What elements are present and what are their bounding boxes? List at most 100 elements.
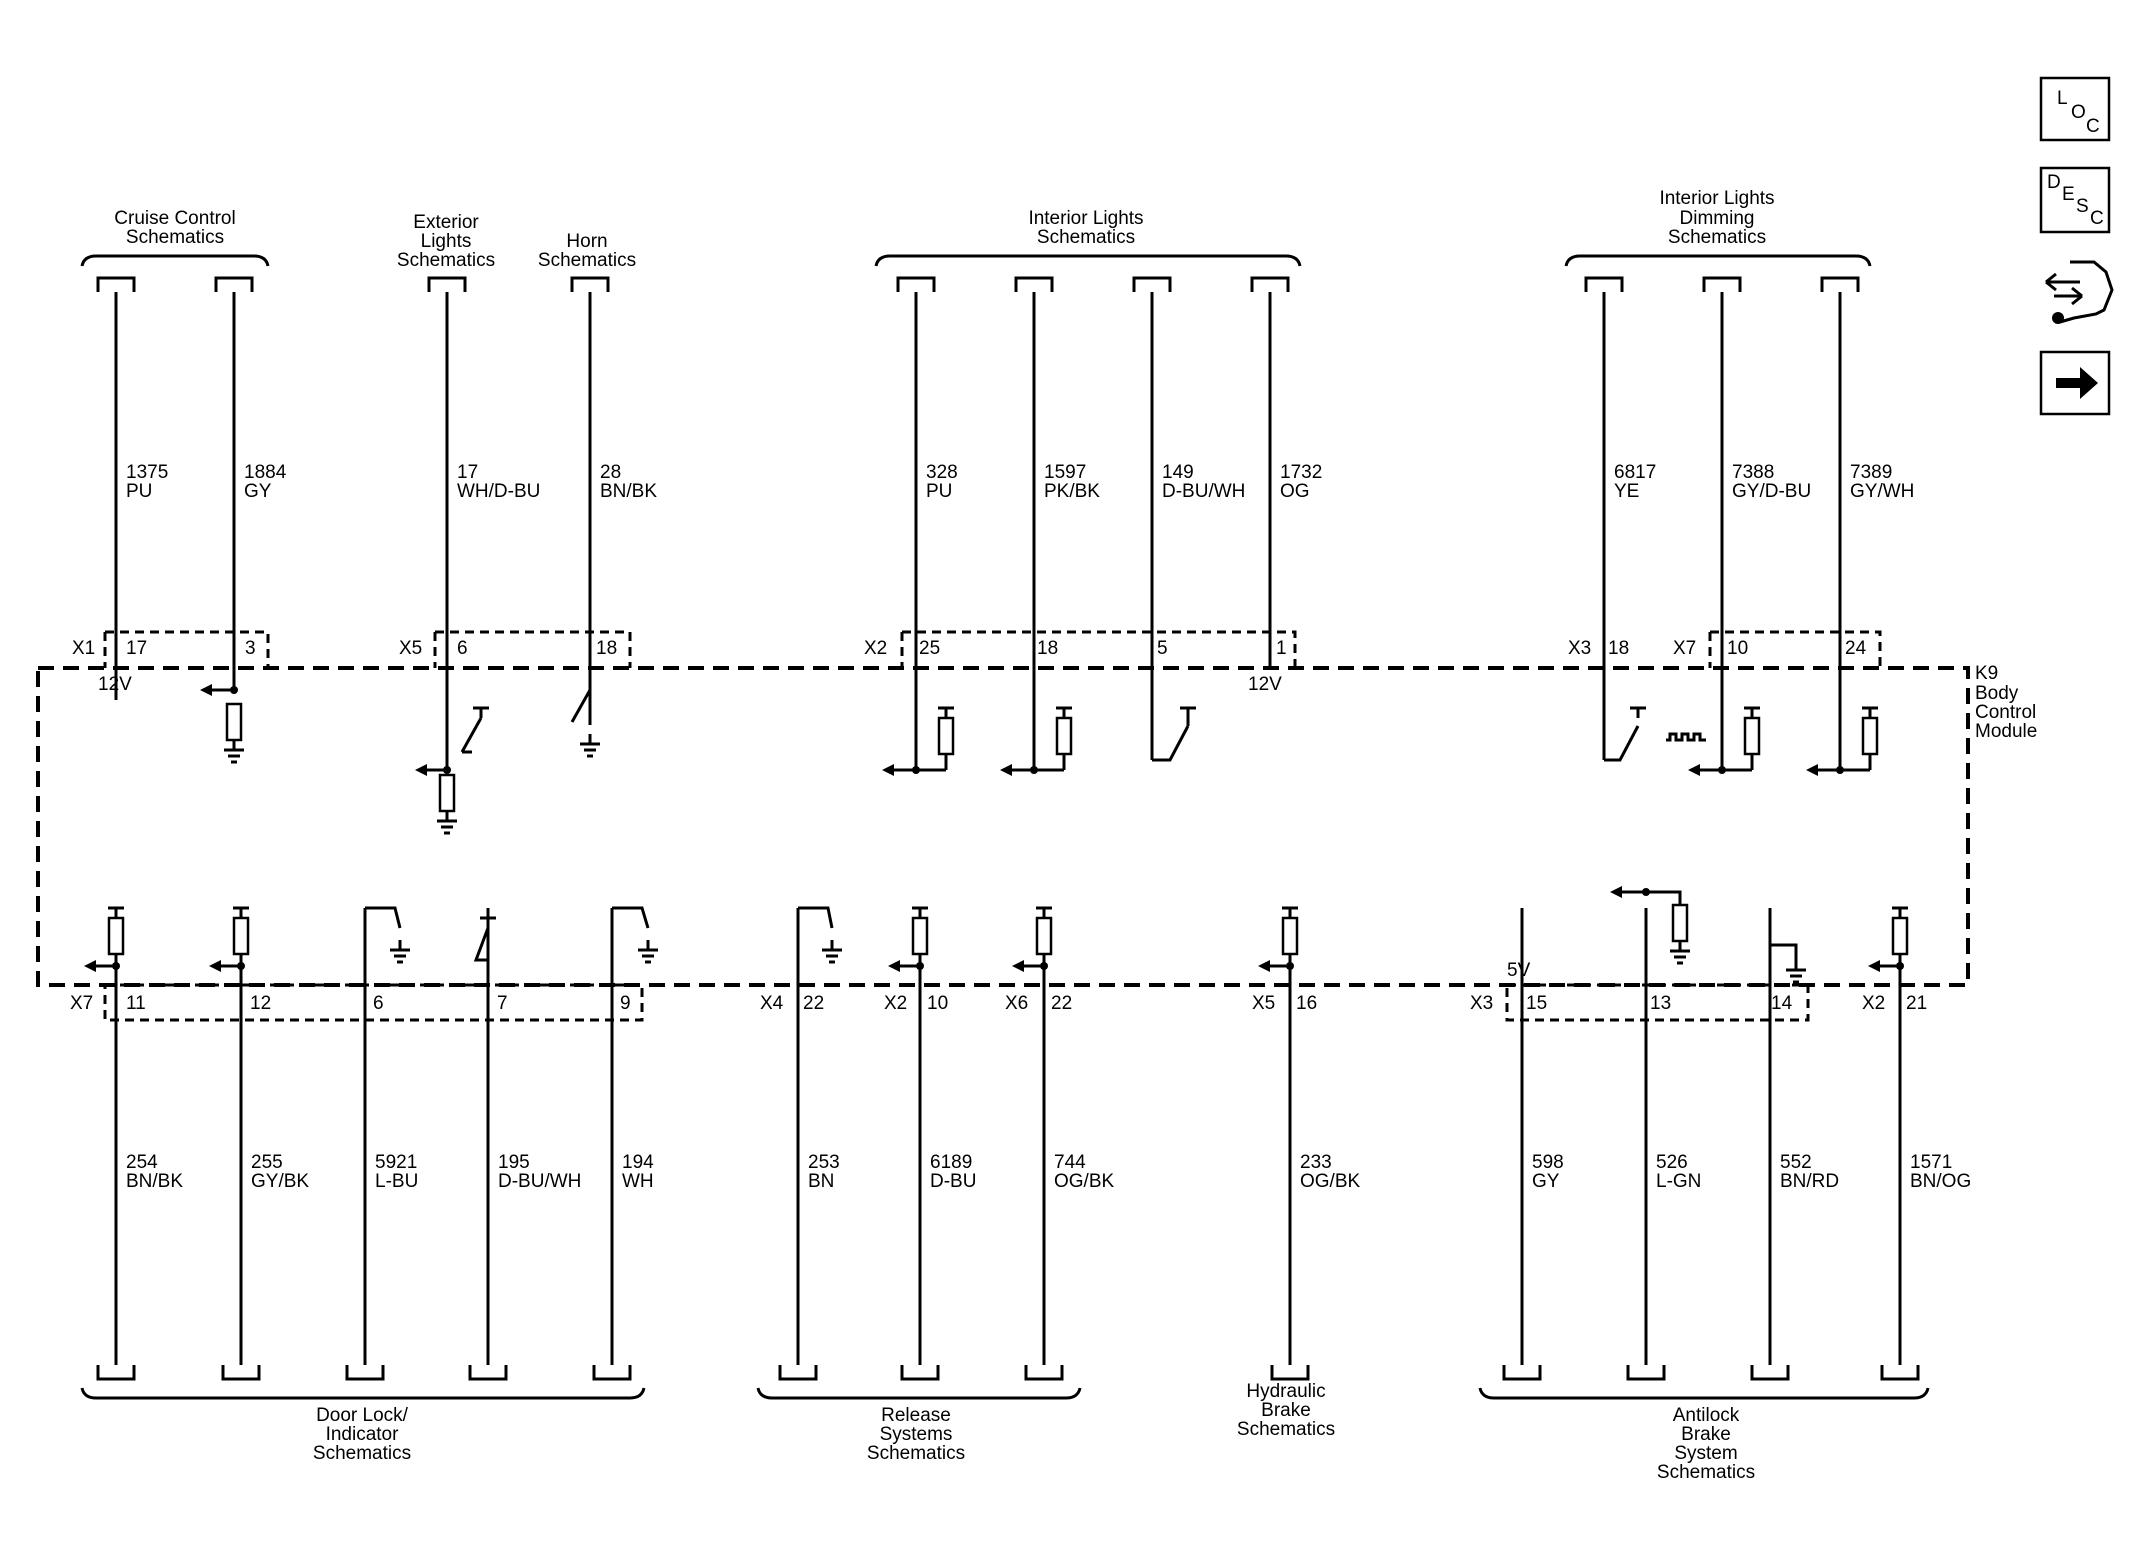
wire-color: YE (1614, 481, 1639, 502)
wire-color: PK/BK (1044, 481, 1100, 502)
svg-text:Brake: Brake (1261, 1400, 1311, 1421)
svg-text:X1: X1 (72, 638, 95, 659)
circuit-number: 6817 (1614, 462, 1656, 483)
circuit-number: 1884 (244, 462, 287, 483)
svg-text:X3: X3 (1568, 638, 1591, 659)
svg-text:O: O (2071, 102, 2086, 123)
svg-text:X3: X3 (1470, 993, 1493, 1014)
junction-dot (1642, 888, 1650, 896)
junction-dot (1718, 766, 1726, 774)
svg-text:12V: 12V (1248, 674, 1282, 695)
circuit-number: 328 (926, 462, 958, 483)
circuit-number: 1732 (1280, 462, 1322, 483)
svg-text:X2: X2 (884, 993, 907, 1014)
connector-terminal-icon (214, 276, 254, 292)
connector-terminal-icon (1750, 1365, 1790, 1381)
desc-icon[interactable]: D E S C (2039, 166, 2111, 234)
svg-text:Cruise Control: Cruise Control (114, 208, 235, 229)
junction-dot (230, 686, 238, 694)
top-wires (96, 276, 1860, 770)
wire-color: BN/BK (600, 481, 657, 502)
ground-icon (580, 734, 600, 758)
svg-text:Interior Lights: Interior Lights (1659, 188, 1774, 209)
circuit-number: 526 (1656, 1152, 1688, 1173)
group-label-horn: Horn Schematics (538, 231, 636, 271)
ground-icon (638, 940, 658, 964)
svg-text:5: 5 (1157, 638, 1168, 659)
circuit-number: 598 (1532, 1152, 1564, 1173)
svg-text:E: E (2062, 184, 2075, 205)
connector-terminal-icon (1702, 276, 1742, 292)
next-arrow-icon[interactable] (2039, 350, 2111, 416)
svg-text:1: 1 (1276, 638, 1287, 659)
junction-dot (1040, 962, 1048, 970)
circuit-number: 7388 (1732, 462, 1774, 483)
svg-text:12: 12 (250, 993, 271, 1014)
resistor-icon (1743, 716, 1761, 756)
group-label-cruise: Cruise Control Schematics (80, 208, 270, 267)
svg-text:X2: X2 (864, 638, 887, 659)
svg-text:Schematics: Schematics (1237, 1419, 1335, 1440)
arrow-icon (882, 764, 894, 776)
circuit-number: 1375 (126, 462, 168, 483)
svg-text:13: 13 (1650, 993, 1671, 1014)
supply-tee-icon (1282, 906, 1298, 918)
svg-text:6: 6 (457, 638, 468, 659)
arrow-icon (1610, 886, 1622, 898)
connector-terminal-icon (1820, 276, 1860, 292)
switch-icon (1152, 725, 1190, 762)
svg-text:21: 21 (1906, 993, 1927, 1014)
circuit-number: 1597 (1044, 462, 1086, 483)
arrow-icon (200, 684, 212, 696)
bottom-wires (96, 908, 1920, 1381)
supply-tee-icon (1630, 706, 1646, 718)
wire-color: GY (1532, 1171, 1560, 1192)
wire-color: D-BU/WH (498, 1171, 581, 1192)
ground-icon (390, 940, 410, 964)
connector-labels-top: X1 17 3 X5 6 18 X2 25 18 5 1 X3 18 X7 10… (72, 638, 1867, 659)
svg-text:X7: X7 (70, 993, 93, 1014)
resistor-icon (1671, 903, 1689, 943)
resistor-icon (225, 702, 243, 742)
internal-components (84, 668, 1909, 985)
svg-text:14: 14 (1771, 993, 1793, 1014)
junction-dot (1030, 766, 1038, 774)
connector-terminal-icon (896, 276, 936, 292)
supply-tee-icon (1744, 706, 1760, 718)
supply-tee-icon (480, 916, 496, 928)
connector-terminal-icon (1024, 1365, 1064, 1381)
svg-text:18: 18 (1037, 638, 1058, 659)
supply-tee-icon (473, 706, 489, 718)
loc-icon[interactable]: L O C (2039, 76, 2111, 142)
svg-text:22: 22 (803, 993, 824, 1014)
ground-icon (437, 811, 457, 835)
svg-text:9: 9 (620, 993, 631, 1014)
svg-text:Antilock: Antilock (1673, 1405, 1740, 1426)
arrow-icon (1000, 764, 1012, 776)
arrow-icon (415, 764, 427, 776)
arrow-icon (888, 960, 900, 972)
switch-icon (1604, 725, 1640, 762)
group-label-doorlock: Door Lock/ Indicator Schematics (80, 1387, 646, 1464)
supply-tee-icon (1036, 906, 1052, 918)
svg-text:X2: X2 (1862, 993, 1885, 1014)
supply-tee-icon (233, 906, 249, 918)
arrow-icon (84, 960, 96, 972)
signal-line (1768, 943, 1798, 960)
resistor-icon (1891, 916, 1909, 956)
circuit-number: 255 (251, 1152, 283, 1173)
resistor-icon (1055, 716, 1073, 756)
group-label-dimming: Interior Lights Dimming Schematics (1564, 188, 1872, 267)
circuit-number: 1571 (1910, 1152, 1952, 1173)
junction-dot (916, 962, 924, 970)
resistor-icon (107, 916, 125, 956)
svg-text:Hydraulic: Hydraulic (1246, 1381, 1325, 1402)
circuit-number: 552 (1780, 1152, 1812, 1173)
connector-tool-icon[interactable] (2045, 260, 2114, 324)
svg-text:18: 18 (596, 638, 617, 659)
connector-terminal-icon (900, 1365, 940, 1381)
resistor-icon (232, 916, 250, 956)
arrow-icon (1012, 960, 1024, 972)
switch-icon (473, 927, 490, 985)
connector-terminal-icon (1270, 1365, 1310, 1381)
